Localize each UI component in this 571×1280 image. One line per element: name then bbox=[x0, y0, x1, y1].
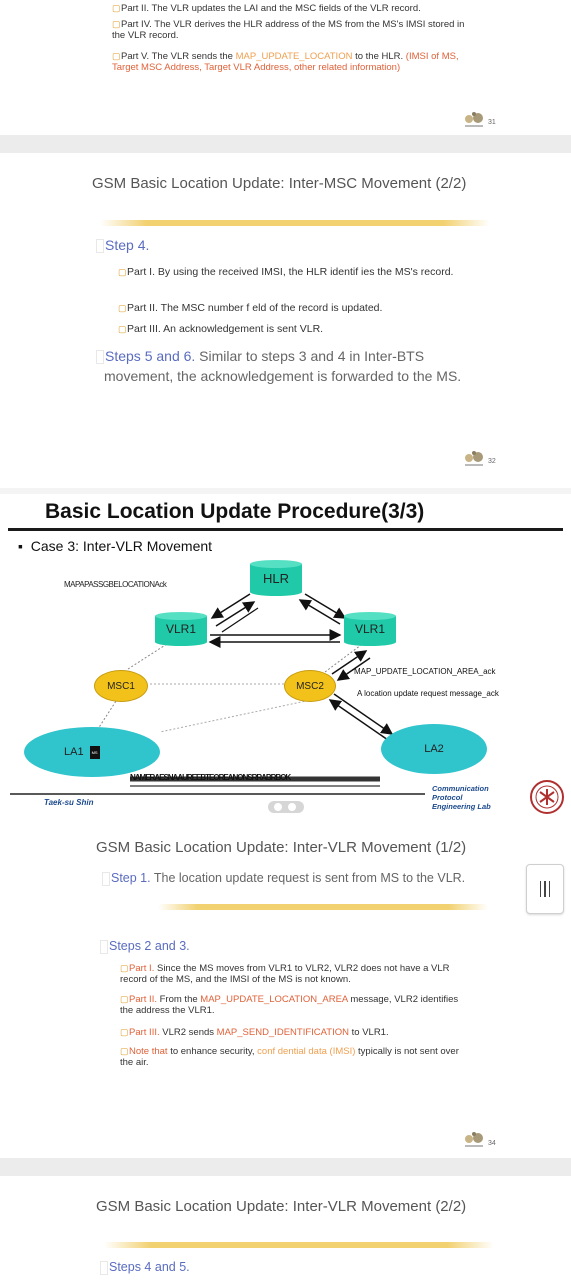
author-name: Taek-su Shin bbox=[44, 798, 94, 807]
title-underline bbox=[104, 1242, 494, 1248]
step4-part-2: ▢Part II. The MSC number f eld of the re… bbox=[118, 302, 383, 314]
slide-31: ▢Part II. The VLR updates the LAI and th… bbox=[0, 0, 571, 135]
mascot-icon bbox=[463, 1130, 485, 1148]
garbled-label-left: MAPAPASSGBELOCATIONAck bbox=[64, 580, 167, 589]
steps23-part-3: ▢Part III. VLR2 sends MAP_SEND_IDENTIFIC… bbox=[120, 1027, 389, 1038]
slide-title: GSM Basic Location Update: Inter-VLR Mov… bbox=[96, 839, 467, 856]
label-map-ack: MAP_UPDATE_LOCATION_AREA_ack bbox=[354, 667, 496, 676]
label-location-request: A location update request message_ack bbox=[357, 689, 499, 698]
steps23-note: ▢Note that to enhance security, conf den… bbox=[120, 1046, 459, 1068]
ms-device: MS bbox=[89, 745, 100, 759]
title-rule bbox=[8, 528, 563, 531]
step-1: Step 1. The location update request is s… bbox=[102, 870, 470, 887]
slide31-bullet-2: ▢Part IV. The VLR derives the HLR addres… bbox=[112, 19, 465, 41]
slide-title: GSM Basic Location Update: Inter-MSC Mov… bbox=[92, 175, 467, 192]
case-label: ▪ Case 3: Inter-VLR Movement bbox=[18, 538, 213, 554]
steps-5-6: Steps 5 and 6. Similar to steps 3 and 4 … bbox=[96, 346, 469, 386]
msc2-node: MSC2 bbox=[284, 670, 336, 702]
slide-title: GSM Basic Location Update: Inter-VLR Mov… bbox=[96, 1198, 467, 1215]
steps-2-3-heading: Steps 2 and 3. bbox=[100, 939, 190, 954]
la1-area: LA1 MS bbox=[24, 727, 160, 777]
title-underline bbox=[158, 904, 488, 910]
page-number: 32 bbox=[488, 458, 496, 465]
slide31-bullet-1: ▢Part II. The VLR updates the LAI and th… bbox=[112, 3, 421, 14]
step-4-heading: Step 4. bbox=[96, 237, 149, 254]
step4-part-3: ▢Part III. An acknowledgement is sent VL… bbox=[118, 323, 324, 335]
steps23-part-1: ▢Part I. Since the MS moves from VLR1 to… bbox=[120, 963, 450, 985]
vlr-right-node: VLR1 bbox=[344, 612, 396, 646]
page-menu-button[interactable] bbox=[526, 864, 564, 914]
msc1-node: MSC1 bbox=[94, 670, 148, 702]
slide-nav-control[interactable] bbox=[268, 801, 304, 813]
mascot-icon bbox=[463, 110, 485, 128]
slide-33: Basic Location Update Procedure(3/3) ▪ C… bbox=[0, 494, 571, 816]
slide-34: GSM Basic Location Update: Inter-VLR Mov… bbox=[0, 816, 571, 1158]
vlr-left-node: VLR1 bbox=[155, 612, 207, 646]
university-seal-icon bbox=[526, 780, 568, 814]
slide-35: GSM Basic Location Update: Inter-VLR Mov… bbox=[0, 1176, 571, 1280]
slide-title: Basic Location Update Procedure(3/3) bbox=[45, 500, 425, 523]
page-number: 34 bbox=[488, 1140, 496, 1147]
mascot-icon bbox=[463, 449, 485, 467]
title-underline bbox=[100, 220, 490, 226]
steps-4-5-heading: Steps 4 and 5. bbox=[100, 1260, 190, 1275]
step4-part-1: ▢Part I. By using the received IMSI, the… bbox=[118, 266, 454, 278]
la2-area: LA2 bbox=[381, 724, 487, 774]
slide-gap bbox=[0, 135, 571, 153]
slide-32: GSM Basic Location Update: Inter-MSC Mov… bbox=[0, 153, 571, 488]
steps23-part-2: ▢Part II. From the MAP_UPDATE_LOCATION_A… bbox=[120, 994, 459, 1016]
page-number: 31 bbox=[488, 119, 496, 126]
garbled-label-bottom: NAMERAESNAAUREEBTEOREANONSRRABRBOK bbox=[130, 773, 291, 782]
diagram-connections bbox=[10, 593, 425, 795]
slide-gap bbox=[0, 1158, 571, 1176]
slide31-bullet-3: ▢Part V. The VLR sends the MAP_UPDATE_LO… bbox=[112, 51, 459, 73]
hlr-node: HLR bbox=[250, 560, 302, 596]
